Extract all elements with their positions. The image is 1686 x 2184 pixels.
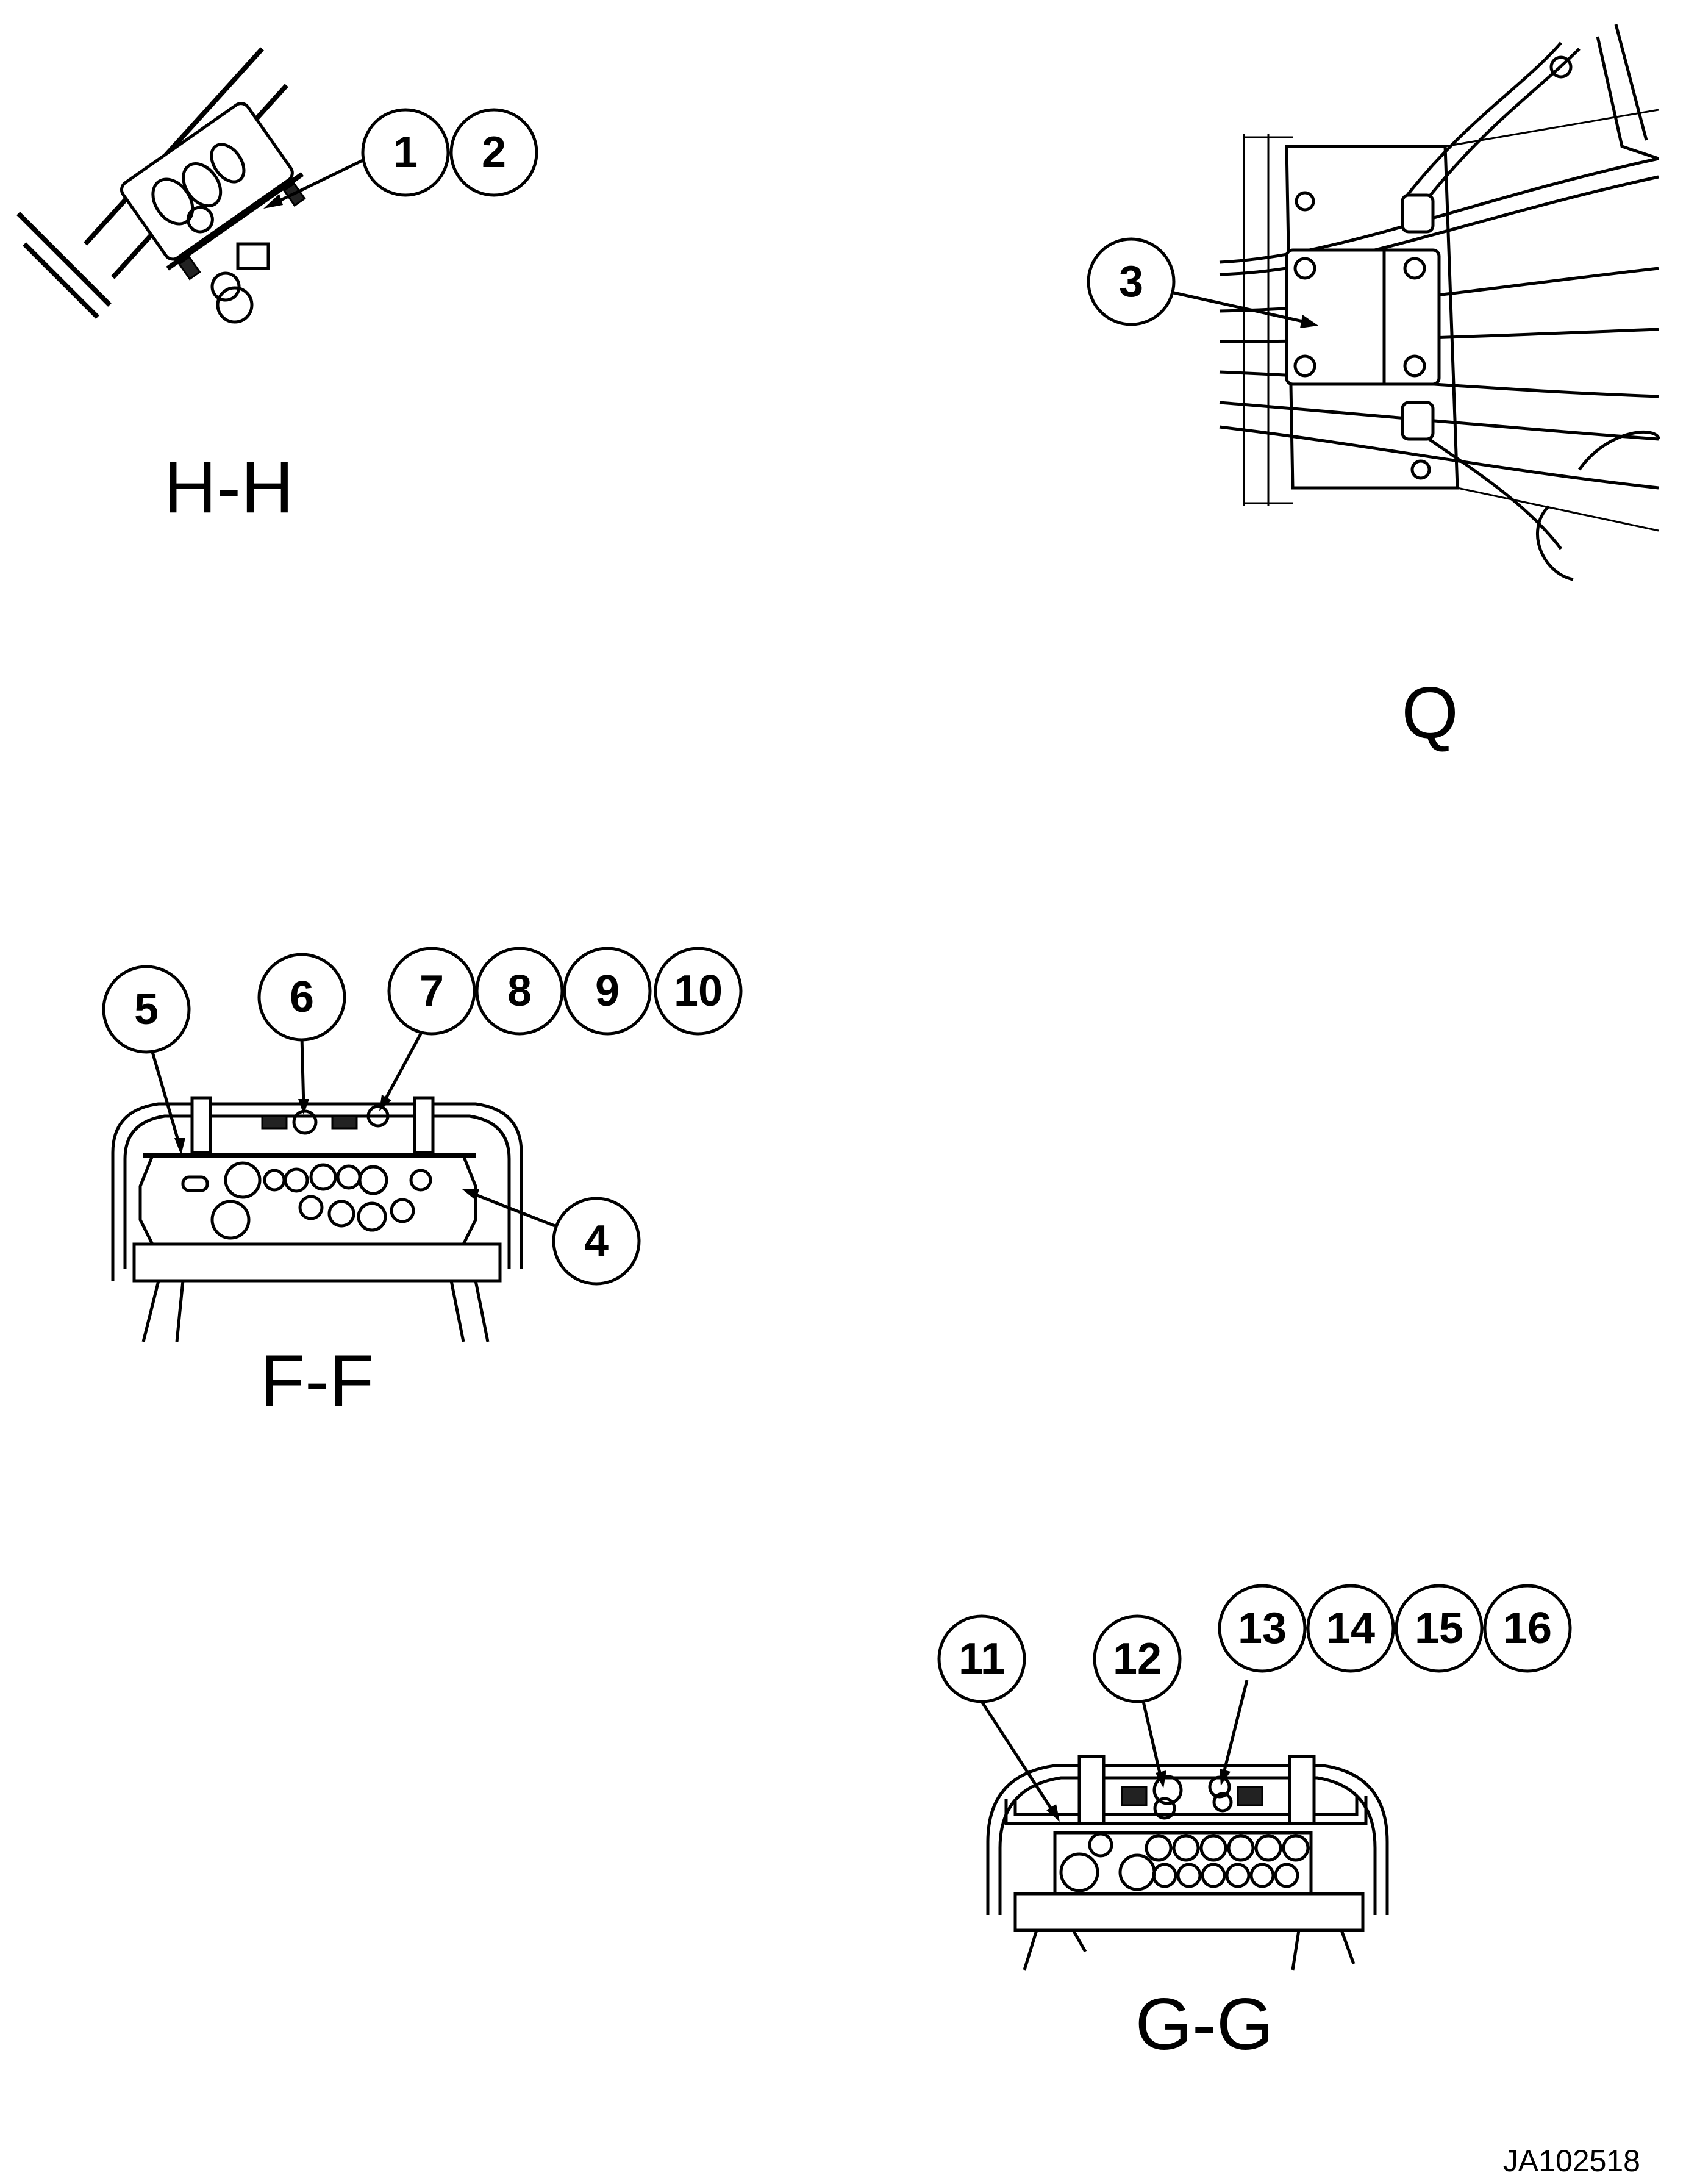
callout-13: 13 — [1218, 1584, 1307, 1673]
view-h-h: 1 2 H-H — [16, 47, 538, 528]
callout-12: 12 — [1093, 1614, 1182, 1703]
callout-6-label: 6 — [290, 973, 314, 1022]
callout-1-label: 1 — [393, 128, 418, 177]
callout-16: 16 — [1483, 1584, 1572, 1673]
callout-9: 9 — [563, 947, 652, 1036]
callout-14: 14 — [1306, 1584, 1395, 1673]
callout-2: 2 — [449, 108, 538, 197]
callout-9-label: 9 — [595, 967, 620, 1015]
view-caption-q: Q — [1401, 672, 1458, 754]
callout-12-label: 12 — [1113, 1634, 1162, 1683]
callout-8-label: 8 — [507, 967, 532, 1015]
callout-7-label: 7 — [420, 967, 444, 1015]
view-g-g: 11 12 13 14 15 16 G-G — [937, 1584, 1572, 2065]
view-caption-h-h: H-H — [163, 446, 293, 528]
callout-13-label: 13 — [1238, 1604, 1287, 1653]
callout-16-label: 16 — [1503, 1604, 1552, 1653]
callout-14-label: 14 — [1326, 1604, 1375, 1653]
callout-3: 3 — [1087, 237, 1176, 326]
view-h-h-drawing — [16, 47, 370, 324]
callout-5-label: 5 — [134, 985, 159, 1034]
view-q: 3 Q — [1087, 24, 1660, 754]
callout-8: 8 — [475, 947, 564, 1036]
document-id: JA102518 — [1503, 2144, 1640, 2178]
view-f-f-drawing — [111, 1033, 555, 1342]
callout-7: 7 — [387, 947, 476, 1036]
view-caption-f-f: F-F — [260, 1340, 374, 1422]
callout-11-label: 11 — [959, 1634, 1005, 1683]
callout-10-label: 10 — [674, 967, 723, 1015]
view-f-f: 5 6 7 8 9 10 4 F-F — [102, 947, 743, 1422]
callout-15-label: 15 — [1415, 1604, 1463, 1653]
view-caption-g-g: G-G — [1135, 1983, 1274, 2065]
callout-15: 15 — [1395, 1584, 1484, 1673]
callout-2-label: 2 — [482, 128, 506, 177]
view-q-drawing — [1173, 24, 1660, 581]
callout-3-label: 3 — [1119, 257, 1143, 306]
callout-1: 1 — [361, 108, 450, 197]
callout-11: 11 — [937, 1614, 1026, 1703]
callout-10: 10 — [654, 947, 743, 1036]
callout-6: 6 — [257, 953, 346, 1042]
view-g-g-drawing — [980, 1680, 1389, 1971]
callout-5: 5 — [102, 965, 191, 1054]
callout-4: 4 — [552, 1197, 641, 1286]
callout-4-label: 4 — [584, 1217, 609, 1266]
